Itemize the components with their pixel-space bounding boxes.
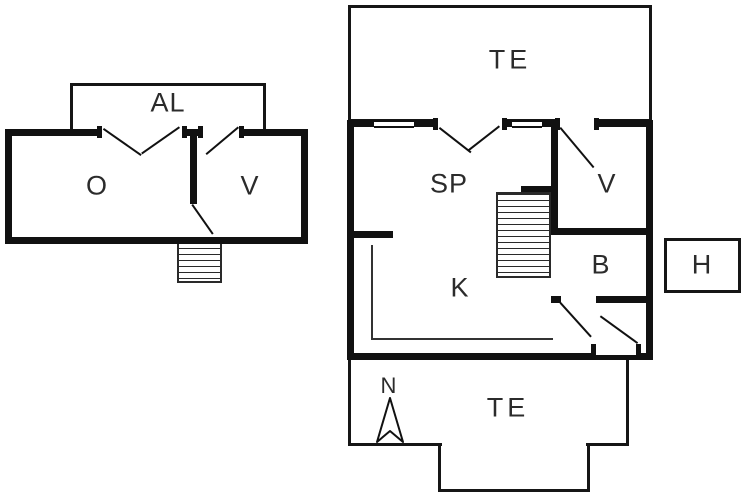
door-jamb: [591, 344, 596, 356]
terrace-step-join: [442, 440, 586, 448]
door-jamb: [239, 126, 244, 138]
exterior-stairs: [177, 240, 222, 283]
wall-b-entry: [596, 296, 646, 303]
compass-n-label: N: [380, 373, 398, 398]
door-jamb: [433, 118, 438, 130]
door-jamb: [97, 126, 102, 138]
door-opening: [101, 127, 183, 138]
door-jamb: [594, 118, 599, 130]
window: [374, 120, 414, 128]
stair-wall-stub: [521, 186, 551, 192]
room-v-right-label: V: [597, 168, 617, 199]
wall-k-stub: [354, 231, 393, 238]
door-jamb: [182, 126, 187, 138]
room-k-label: K: [450, 272, 470, 303]
wall-v-b: [551, 228, 646, 235]
door-jamb: [555, 118, 560, 130]
door-opening: [595, 345, 637, 355]
room-sp-label: SP: [429, 168, 469, 199]
room-o-label: O: [85, 170, 109, 201]
window: [512, 120, 542, 128]
terrace-top-label: TE: [488, 44, 532, 75]
north-arrow-icon: [376, 397, 404, 443]
terrace-bottom-step: [438, 443, 590, 492]
door-jamb: [198, 126, 203, 138]
room-partition-wall: [190, 134, 197, 204]
wall-b-entry: [551, 296, 561, 303]
door-opening: [437, 119, 503, 129]
kitchen-counter-line: [371, 245, 553, 340]
terrace-bottom-label: TE: [486, 392, 530, 423]
outbuilding-h-label: H: [691, 249, 713, 280]
wall-sp-v: [551, 127, 558, 235]
interior-stairs: [496, 192, 551, 278]
room-v-left-label: V: [240, 170, 260, 201]
outbuilding-h: [664, 238, 741, 293]
annex-al-label: AL: [150, 87, 186, 118]
door-jamb: [502, 118, 507, 130]
room-b-label: B: [591, 249, 611, 280]
door-opening: [559, 119, 595, 129]
door-jamb: [636, 344, 641, 356]
door-opening: [202, 127, 240, 138]
left-building-walls: [5, 129, 308, 244]
